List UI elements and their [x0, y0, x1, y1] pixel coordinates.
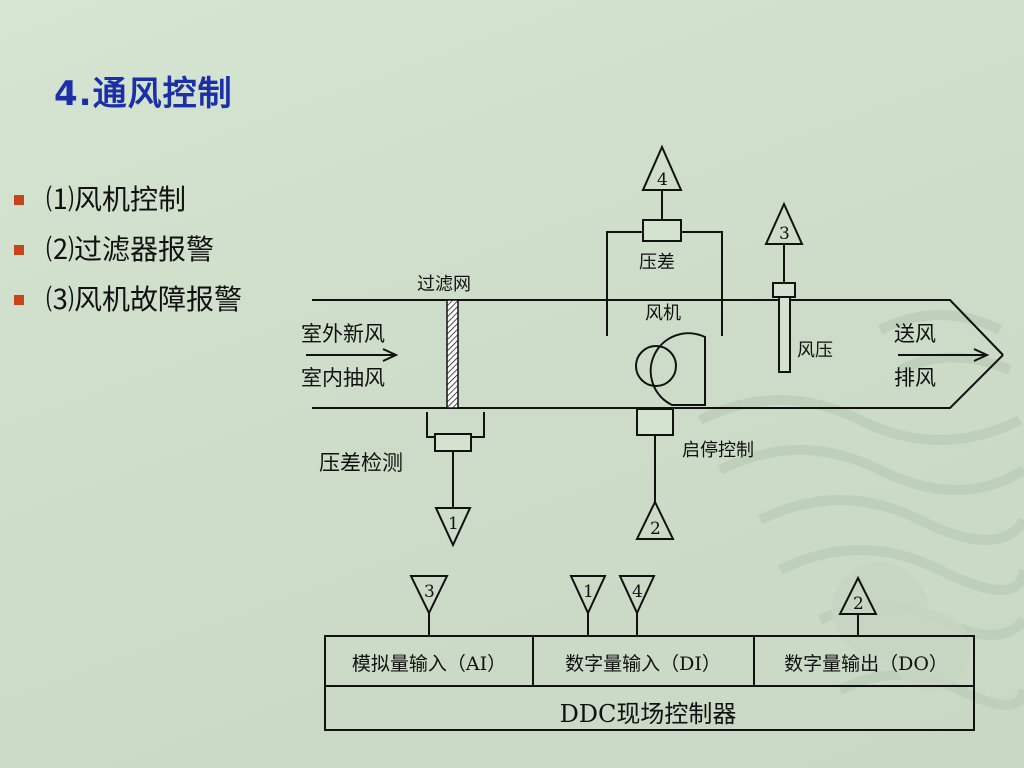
di-cell-label: 数字量输入（DI） — [565, 653, 721, 675]
duct-top-wall — [312, 299, 1004, 356]
ddc-controller-label: DDC现场控制器 — [560, 700, 737, 728]
wind-pressure-label: 风压 — [797, 340, 833, 361]
tag-triangle-di-4 — [618, 575, 656, 616]
duct-pressure-probe — [778, 296, 791, 373]
square-bullet-icon — [14, 295, 24, 305]
indoor-exhaust-label: 室内抽风 — [301, 366, 385, 390]
tag-triangle-fan-dp — [641, 144, 683, 191]
tag-triangle-start-stop — [635, 499, 675, 540]
fan-icon — [649, 332, 706, 406]
tag-number: 1 — [448, 514, 459, 534]
duct-bottom-wall — [312, 354, 1004, 409]
outdoor-air-label: 室外新风 — [301, 322, 385, 346]
duct-pressure-sensor-head — [772, 282, 796, 298]
outflow-arrow-head — [973, 348, 990, 362]
bullet-item: ⑴风机控制 — [10, 178, 242, 228]
bullet-text: ⑶风机故障报警 — [46, 283, 243, 316]
tag-number: 2 — [853, 594, 864, 614]
bullet-item: ⑵过滤器报警 — [10, 228, 242, 278]
bullet-text: ⑴风机控制 — [46, 183, 187, 216]
square-bullet-icon — [14, 245, 24, 255]
tag-number: 4 — [632, 582, 643, 602]
tag-number: 4 — [657, 170, 668, 190]
tag-triangle-duct-pressure — [764, 201, 804, 245]
bullet-list: ⑴风机控制 ⑵过滤器报警 ⑶风机故障报警 — [10, 178, 242, 328]
fan-impeller-icon — [635, 345, 677, 387]
tag-number: 3 — [779, 224, 790, 244]
tag-number: 3 — [424, 582, 435, 602]
filter-label: 过滤网 — [417, 274, 471, 295]
tag-number: 1 — [583, 582, 594, 602]
fan-start-stop-relay — [636, 408, 674, 436]
tag-triangle-ai — [409, 575, 449, 616]
filter-mesh — [446, 299, 459, 409]
do-cell-label: 数字量输出（DO） — [784, 653, 948, 675]
diff-pressure-detect-label: 压差检测 — [319, 451, 403, 475]
tag-triangle-filter-dp — [434, 507, 472, 548]
ddc-controller-table — [324, 635, 975, 731]
bullet-text: ⑵过滤器报警 — [46, 233, 215, 266]
supply-air-label: 送风 — [894, 322, 936, 346]
slide-title: 4.通风控制 — [54, 74, 233, 114]
bullet-item: ⑶风机故障报警 — [10, 278, 242, 328]
fan-label: 风机 — [645, 303, 681, 324]
start-stop-label: 启停控制 — [682, 440, 754, 461]
tag-triangle-do — [838, 575, 878, 615]
ai-cell-label: 模拟量输入（AI） — [352, 653, 506, 675]
diff-pressure-label: 压差 — [639, 252, 675, 273]
tag-number: 2 — [650, 519, 661, 539]
fan-dp-sensor — [642, 219, 682, 242]
square-bullet-icon — [14, 195, 24, 205]
filter-dp-sensor — [434, 433, 472, 452]
exhaust-air-label: 排风 — [894, 366, 936, 390]
tag-triangle-di-1 — [569, 575, 607, 616]
inflow-arrow-head — [382, 348, 399, 362]
